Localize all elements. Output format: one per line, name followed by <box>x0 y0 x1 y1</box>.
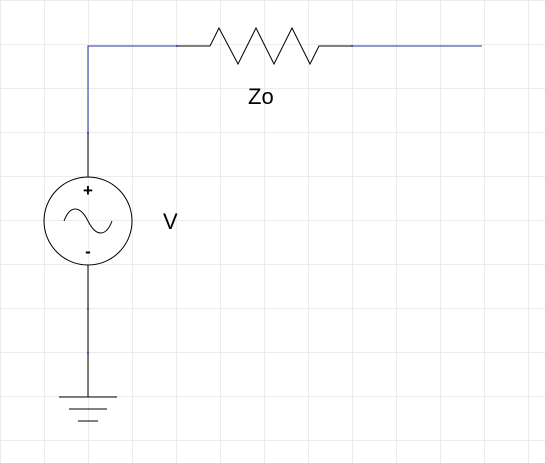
pin-markers <box>87 45 353 354</box>
source-plus-symbol: + <box>83 181 93 200</box>
pin-dot <box>87 308 89 310</box>
pin-dot <box>176 45 178 47</box>
pin-dot <box>87 132 89 134</box>
resistor-zigzag[interactable] <box>177 26 352 66</box>
ground-symbol[interactable] <box>59 396 117 422</box>
sine-wave-icon <box>63 208 113 234</box>
wire-left-corner[interactable] <box>87 45 177 133</box>
source-minus-symbol: - <box>85 242 91 261</box>
resistor-label: Zo <box>248 84 274 109</box>
source-label: V <box>163 209 178 234</box>
pin-dot <box>351 45 353 47</box>
pin-dot <box>87 352 89 354</box>
top-wire[interactable] <box>87 45 482 133</box>
voltage-source[interactable]: + - V <box>43 133 178 397</box>
resistor-zo[interactable]: Zo <box>177 26 352 109</box>
